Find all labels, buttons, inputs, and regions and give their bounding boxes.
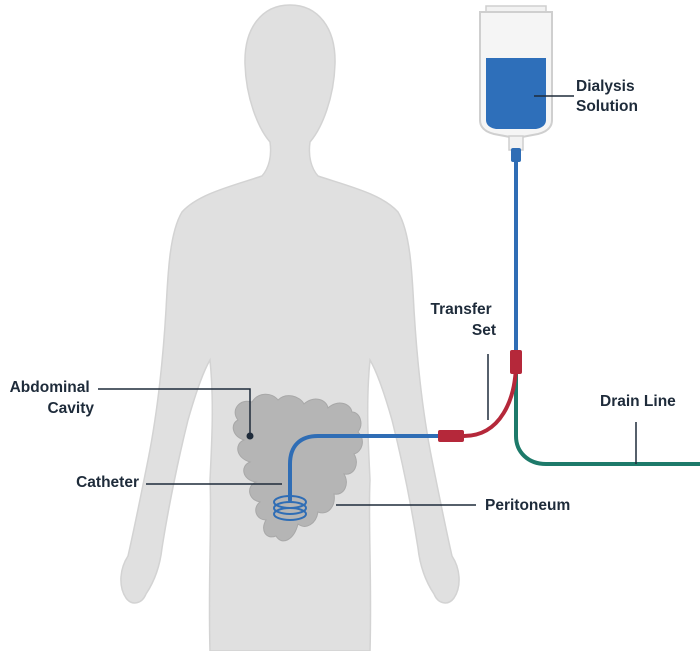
- dialysis-solution-label: Dialysis Solution: [576, 78, 639, 115]
- peritoneum-label: Peritoneum: [485, 497, 570, 514]
- catheter-label: Catheter: [76, 474, 139, 491]
- dialysis-label-line2: Solution: [576, 98, 638, 115]
- abdominal-label-line2: Cavity: [47, 400, 94, 417]
- dialysis-bag: [479, 5, 574, 162]
- intestines: [232, 393, 363, 542]
- human-body-silhouette: [120, 4, 460, 651]
- transfer-label-line2: Set: [472, 322, 496, 339]
- drain-line: [514, 370, 700, 466]
- solution-fluid: [486, 58, 546, 129]
- dialysis-label-line1: Dialysis: [576, 78, 635, 95]
- tubing: [288, 158, 700, 502]
- bag-port: [508, 135, 524, 151]
- transfer-set-connector: [438, 430, 464, 442]
- body-outline: [120, 4, 460, 651]
- transfer-label-line1: Transfer: [431, 301, 492, 318]
- connectors: [438, 350, 522, 442]
- abdominal-cavity-label: Abdominal Cavity: [10, 379, 95, 417]
- transfer-set-line: [462, 360, 518, 438]
- abdominal-leader-line: [98, 388, 251, 436]
- abdominal-label-line1: Abdominal: [10, 379, 90, 396]
- valve-connector: [510, 350, 522, 374]
- bag-connector: [511, 148, 521, 162]
- abdominal-cavity-shape: [232, 393, 363, 542]
- transfer-set-label: Transfer Set: [431, 301, 496, 339]
- leader-lines: [98, 354, 637, 506]
- catheter-line: [288, 434, 440, 502]
- catheter-coil: [273, 495, 307, 521]
- drain-line-label: Drain Line: [600, 393, 676, 410]
